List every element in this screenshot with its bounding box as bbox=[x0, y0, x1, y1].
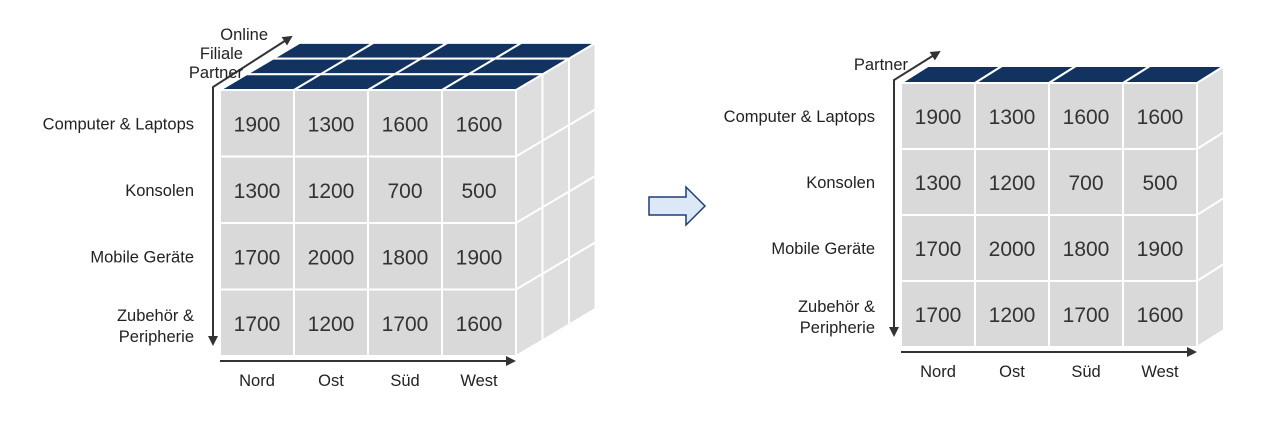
channel-label: Partner bbox=[189, 64, 244, 82]
row-label: Konsolen bbox=[806, 174, 875, 192]
cell-value: 500 bbox=[461, 180, 496, 203]
cube-cell bbox=[1048, 280, 1124, 348]
cell-value: 1600 bbox=[456, 313, 503, 336]
column-label: Süd bbox=[390, 372, 419, 390]
cell-value: 1700 bbox=[234, 246, 281, 269]
right-arrow-icon bbox=[648, 185, 707, 227]
cell-value: 500 bbox=[1142, 172, 1177, 195]
column-label: West bbox=[1141, 363, 1179, 381]
cube-cell bbox=[219, 288, 295, 357]
column-label: Nord bbox=[920, 363, 956, 381]
cell-value: 1600 bbox=[382, 113, 429, 136]
cell-value: 700 bbox=[387, 180, 422, 203]
row-label: Computer & Laptops bbox=[43, 115, 194, 133]
row-label: Konsolen bbox=[125, 182, 194, 200]
cell-value: 1900 bbox=[915, 106, 962, 129]
cell-value: 1600 bbox=[1137, 106, 1184, 129]
cube-cell bbox=[441, 89, 517, 158]
channel-axis-arrow bbox=[893, 50, 941, 83]
cube-cell bbox=[293, 89, 369, 158]
cell-value: 1600 bbox=[1137, 304, 1184, 327]
cube-cell bbox=[293, 155, 369, 224]
cube-cell bbox=[441, 288, 517, 357]
cube-cell bbox=[974, 214, 1050, 282]
cell-value: 1800 bbox=[382, 246, 429, 269]
cell-value: 1700 bbox=[382, 313, 429, 336]
cell-value: 2000 bbox=[989, 238, 1036, 261]
row-label: Mobile Geräte bbox=[771, 240, 875, 258]
column-label: West bbox=[460, 372, 498, 390]
cell-value: 1700 bbox=[234, 313, 281, 336]
cell-value: 1900 bbox=[456, 246, 503, 269]
cube-cell bbox=[1122, 82, 1198, 150]
row-label: Computer & Laptops bbox=[724, 108, 875, 126]
column-label: Nord bbox=[239, 372, 275, 390]
cube-cell bbox=[441, 222, 517, 291]
cell-value: 1700 bbox=[915, 304, 962, 327]
column-label: Ost bbox=[999, 363, 1025, 381]
channel-label: Filiale bbox=[200, 45, 243, 63]
channel-axis-arrow bbox=[212, 35, 293, 90]
cube-side-cell bbox=[515, 272, 544, 358]
column-label: Ost bbox=[318, 372, 344, 390]
cube-cell bbox=[293, 288, 369, 357]
column-label: Süd bbox=[1071, 363, 1100, 381]
cell-value: 1200 bbox=[989, 172, 1036, 195]
cube-side-cell bbox=[541, 256, 570, 343]
cell-value: 700 bbox=[1068, 172, 1103, 195]
cube-cell bbox=[1122, 280, 1198, 348]
row-label: Zubehör & bbox=[798, 298, 875, 316]
full-cube: 1900 1300 1600 1600 1300 1200 700 500 1700 2000 18… bbox=[43, 26, 600, 390]
cell-value: 1200 bbox=[308, 313, 355, 336]
cube-cell bbox=[900, 214, 976, 282]
cube-cell bbox=[974, 280, 1050, 348]
cell-value: 1600 bbox=[1063, 106, 1110, 129]
cell-value: 1200 bbox=[989, 304, 1036, 327]
cell-value: 2000 bbox=[308, 246, 355, 269]
channel-label: Partner bbox=[854, 56, 909, 74]
row-label: Mobile Geräte bbox=[90, 248, 194, 266]
row-label: Zubehör & bbox=[117, 307, 194, 325]
cell-value: 1900 bbox=[234, 113, 281, 136]
cube-cell bbox=[367, 288, 443, 357]
cell-value: 1300 bbox=[915, 172, 962, 195]
cell-value: 1600 bbox=[456, 113, 503, 136]
cell-value: 1300 bbox=[234, 180, 281, 203]
cube-cell bbox=[1122, 214, 1198, 282]
cube-cell bbox=[900, 148, 976, 216]
row-label: Peripherie bbox=[800, 319, 875, 337]
cell-value: 1300 bbox=[989, 106, 1036, 129]
cell-value: 1900 bbox=[1137, 238, 1184, 261]
cell-value: 1200 bbox=[308, 180, 355, 203]
cell-value: 1700 bbox=[915, 238, 962, 261]
sliced-cube: 1900 1300 1600 1600 1300 1200 700 500 1700 2000 18… bbox=[724, 50, 1228, 381]
cell-value: 1800 bbox=[1063, 238, 1110, 261]
cube-cell bbox=[367, 155, 443, 224]
cube-cell bbox=[1048, 82, 1124, 150]
cube-side-cell bbox=[568, 240, 597, 327]
channel-label: Online bbox=[220, 26, 268, 44]
cell-value: 1700 bbox=[1063, 304, 1110, 327]
row-label: Peripherie bbox=[119, 328, 194, 346]
cube-cell bbox=[293, 222, 369, 291]
cell-value: 1300 bbox=[308, 113, 355, 136]
